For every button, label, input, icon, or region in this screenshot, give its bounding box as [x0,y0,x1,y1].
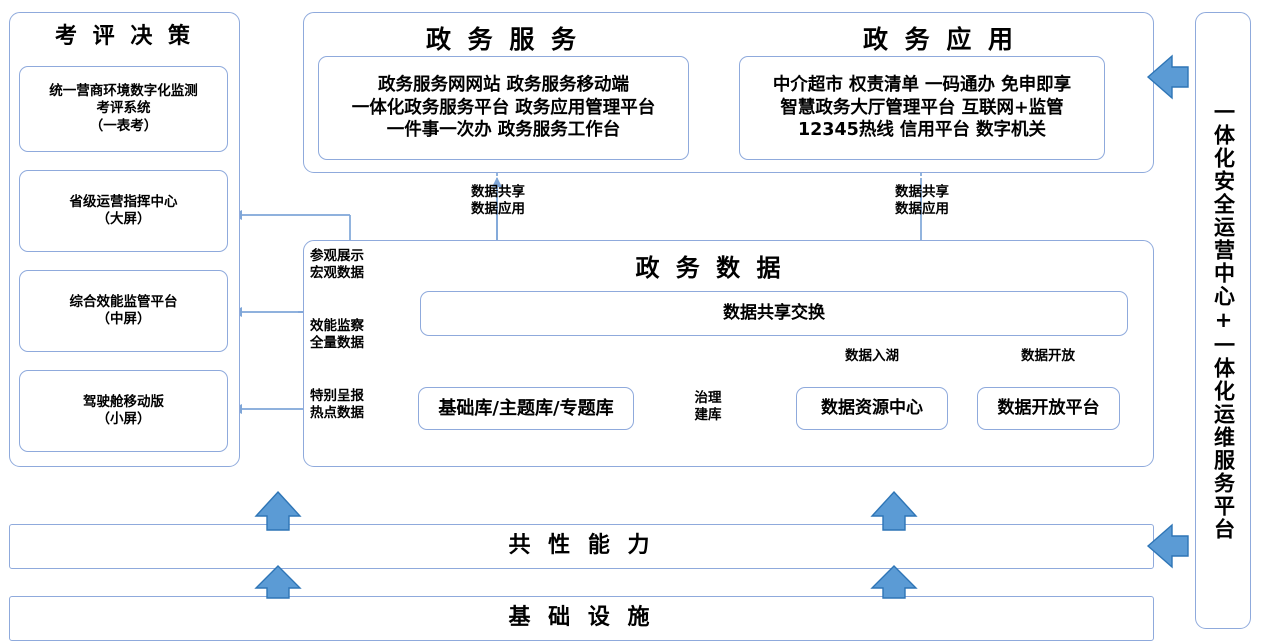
label-line: 数据共享 [895,184,949,200]
label-efficiency-full: 效能监察 全量数据 [310,318,390,352]
left-item-line: （一表考） [89,117,158,134]
left-item-provincial-command-center[interactable]: 省级运营指挥中心 （大屏） [19,170,228,252]
left-item-line: 综合效能监管平台 [69,293,178,310]
label-special-hot: 特别呈报 热点数据 [310,388,390,422]
up-block-arrow [870,565,918,599]
left-item-line: 考评系统 [96,100,151,117]
left-item-unified-monitoring[interactable]: 统一营商环境数字化监测 考评系统 （一表考） [19,66,228,152]
label-data-open: 数据开放 [1021,348,1075,364]
label-line: 热点数据 [310,404,364,421]
label-line: 数据应用 [895,200,949,217]
label-line: 数据应用 [471,200,525,217]
government-service-title: 政 务 服 务 [425,25,581,54]
infrastructure-bar[interactable]: 基 础 设 施 [9,596,1154,641]
application-line: 智慧政务大厅管理平台 互联网+监管 [780,97,1064,118]
label-line: 参观展示 [310,248,364,264]
label-line: 宏观数据 [310,264,364,281]
service-line: 一件事一次办 政务服务工作台 [386,120,621,141]
common-capability-bar[interactable]: 共 性 能 力 [9,524,1154,569]
left-item-comprehensive-supervision[interactable]: 综合效能监管平台 （中屏） [19,270,228,352]
left-block-arrow [1146,54,1189,100]
label-line: 数据共享 [471,184,525,200]
left-item-line: 统一营商环境数字化监测 [49,83,198,100]
left-block-arrow [1146,523,1189,569]
label-share-apply-right: 数据共享 数据应用 [876,184,968,218]
government-application-items[interactable]: 中介超市 权责清单 一码通办 免申即享 智慧政务大厅管理平台 互联网+监管 12… [739,56,1105,160]
service-line: 一体化政务服务平台 政务应用管理平台 [351,97,656,118]
database-library-box[interactable]: 基础库/主题库/专题库 [418,387,634,430]
security-ops-panel [1195,12,1251,629]
data-open-platform-box[interactable]: 数据开放平台 [977,387,1120,430]
government-data-title: 政 务 数 据 [635,254,785,282]
label-visit-macro: 参观展示 宏观数据 [310,248,390,282]
security-ops-label: 一体化安全运营中心+一体化运维服务平台 [1211,100,1236,541]
up-block-arrow [254,565,302,599]
government-service-items[interactable]: 政务服务网网站 政务服务移动端 一体化政务服务平台 政务应用管理平台 一件事一次… [318,56,689,160]
label-line: 特别呈报 [310,388,364,404]
left-item-line: （小屏） [96,411,151,427]
left-item-cockpit-mobile[interactable]: 驾驶舱移动版 （小屏） [19,370,228,452]
label-line: 建库 [694,406,722,423]
label-line: 效能监察 [310,318,364,334]
application-line: 12345热线 信用平台 数字机关 [797,120,1047,141]
service-line: 政务服务网网站 政务服务移动端 [377,75,630,96]
label-share-apply-left: 数据共享 数据应用 [452,184,544,218]
left-item-line: 省级运营指挥中心 [69,193,178,210]
assessment-decision-title: 考 评 决 策 [55,24,194,49]
label-data-lake: 数据入湖 [845,348,899,364]
left-item-line: 驾驶舱移动版 [83,393,164,410]
label-line: 治理 [694,390,722,406]
data-share-exchange-box[interactable]: 数据共享交换 [420,291,1128,336]
left-item-line: （中屏） [96,311,151,327]
government-application-title: 政 务 应 用 [862,25,1018,54]
label-line: 全量数据 [310,334,364,351]
label-govern-build: 治理 建库 [686,390,730,424]
application-line: 中介超市 权责清单 一码通办 免申即享 [772,75,1072,96]
left-item-line: （大屏） [96,211,151,227]
data-resource-center-box[interactable]: 数据资源中心 [796,387,948,430]
